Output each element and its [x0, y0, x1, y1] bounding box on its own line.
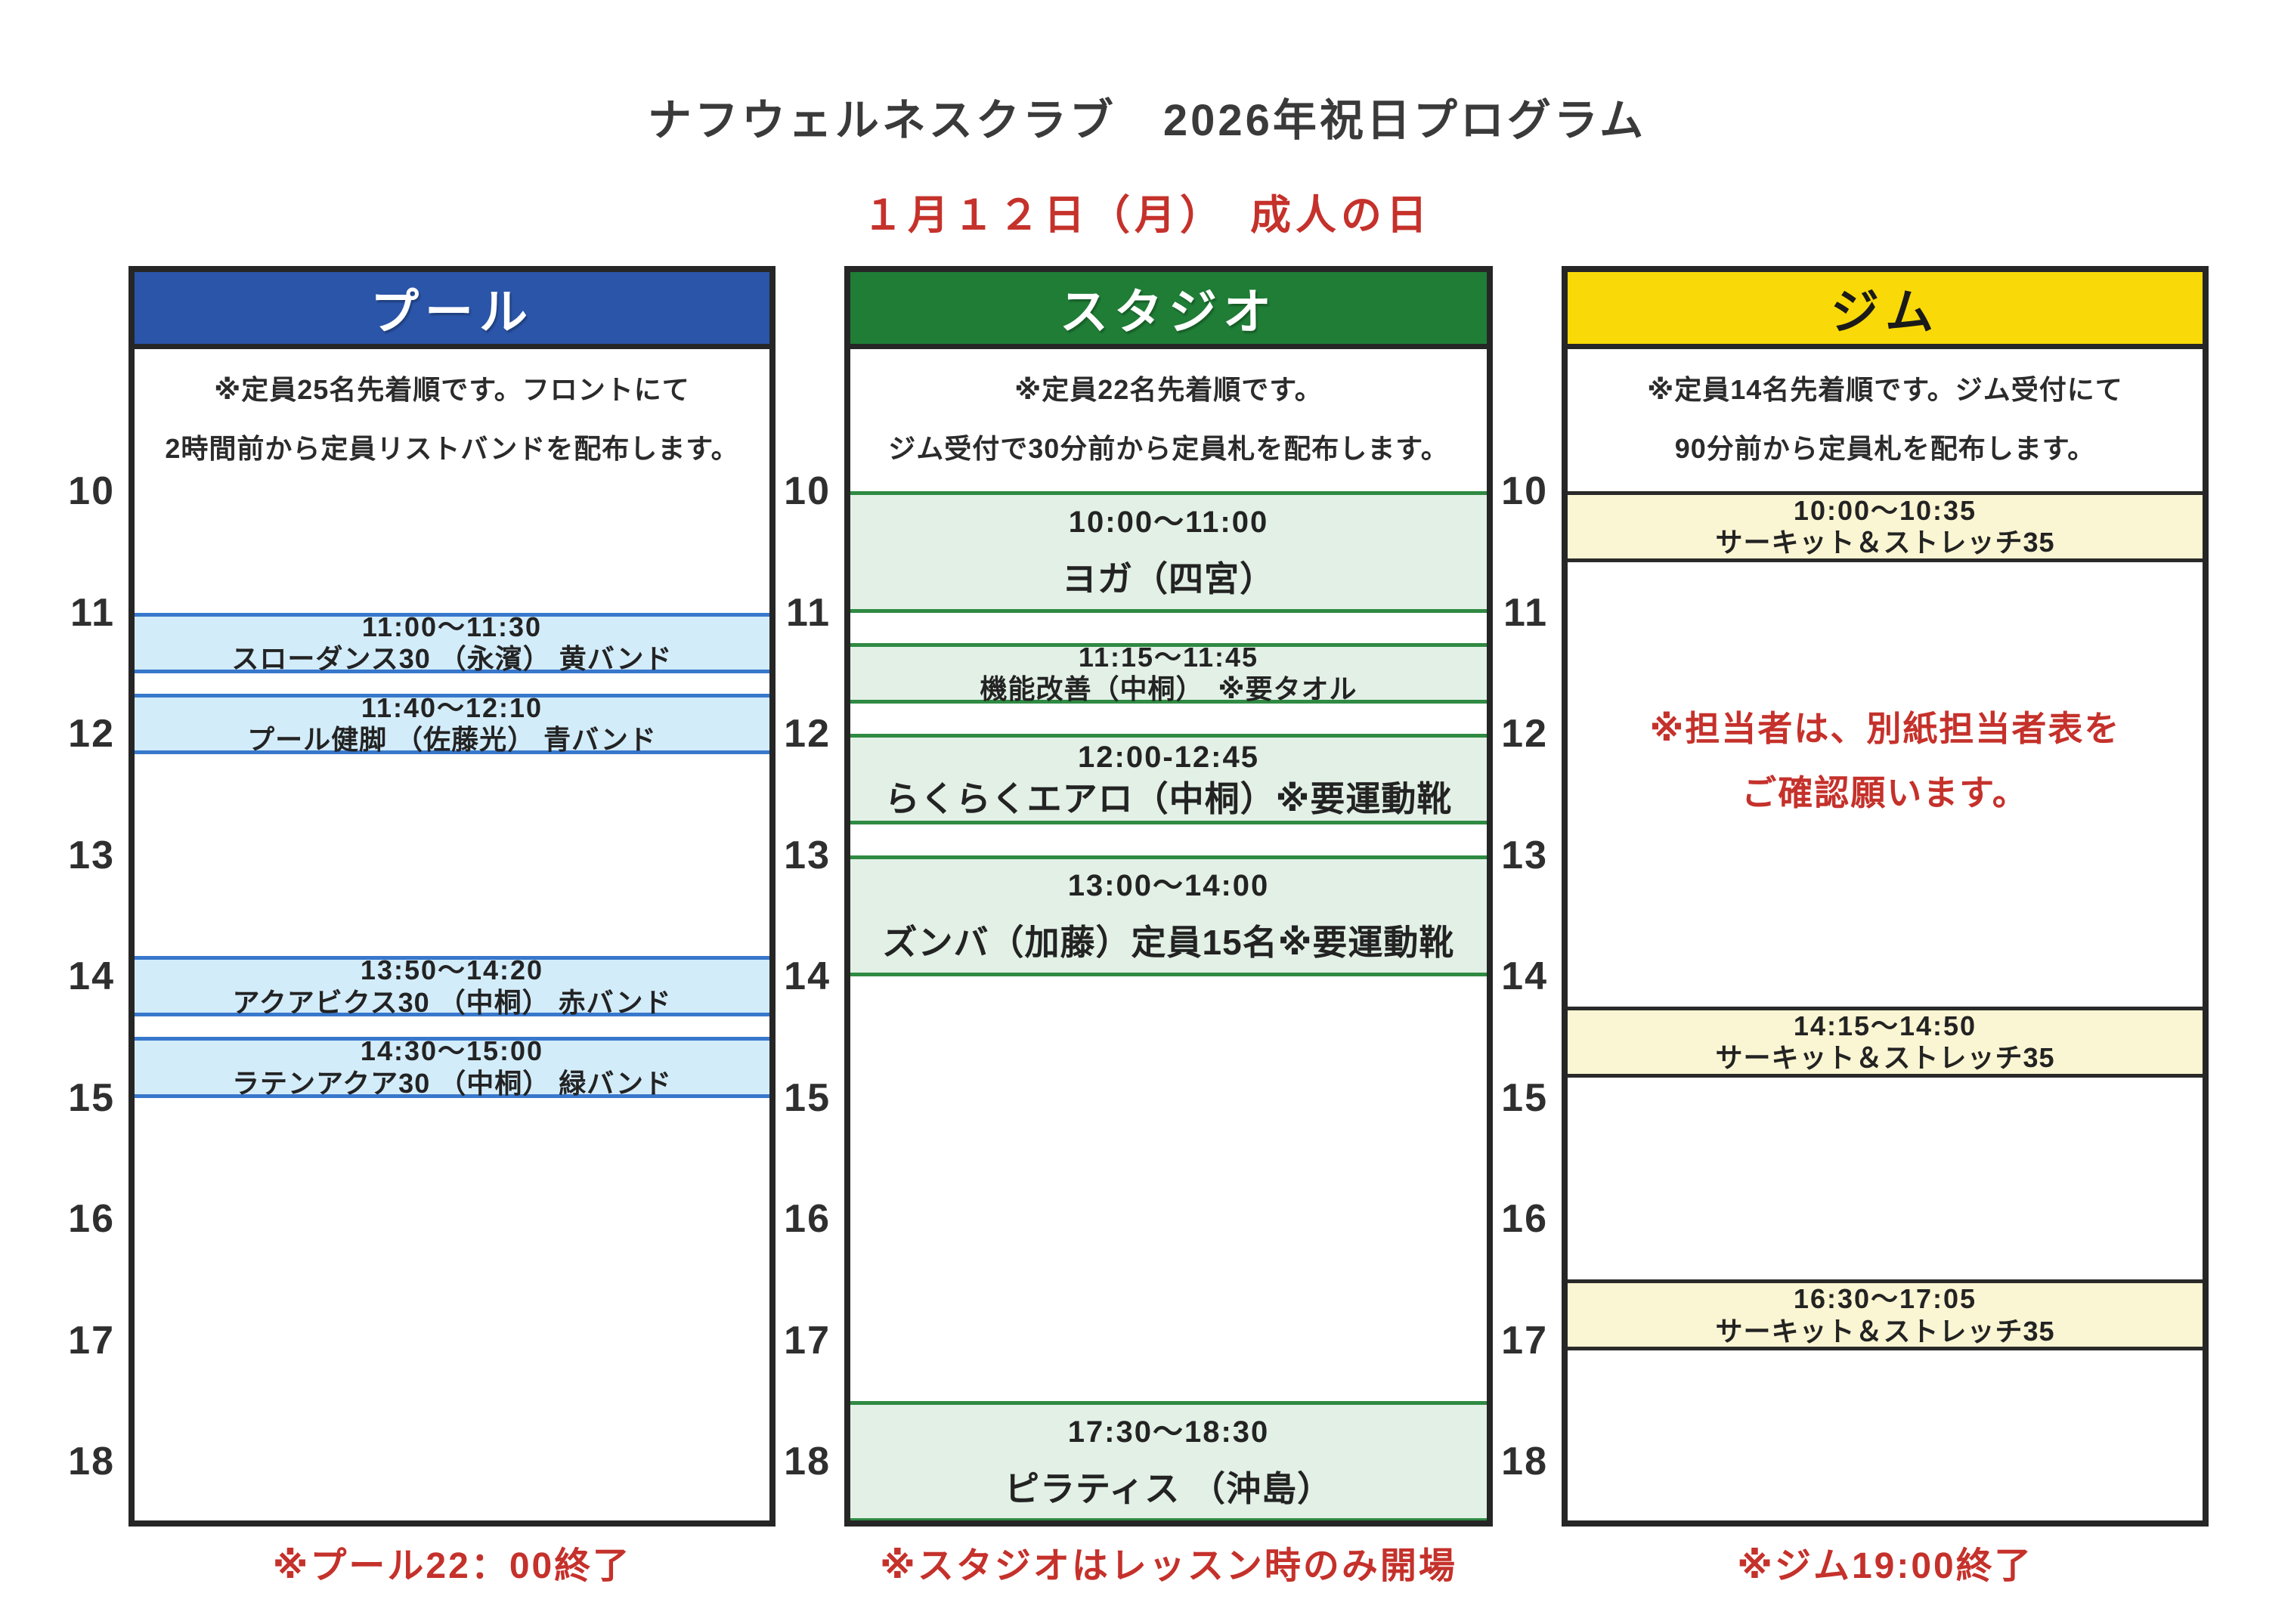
pool-entry-name: ラテンアクア30 （中桐） 緑バンド — [231, 1067, 673, 1099]
pool-header-label: プール — [370, 284, 534, 339]
pool-notes: ※定員25名先着順です。フロントにて 2時間前から定員リストバンドを配布します。 — [135, 349, 769, 485]
gym-hour-label-16: 16 — [1501, 1197, 1548, 1241]
pool-header: プール — [135, 272, 769, 349]
studio-entry-name: 機能改善（中桐） ※要タオル — [980, 673, 1358, 705]
studio-footer: ※スタジオはレッスン時のみ開場 — [880, 1546, 1457, 1586]
gym-notes: ※定員14名先着順です。ジム受付にて 90分前から定員札を配布します。 — [1568, 349, 2203, 485]
pool-entry-time: 13:50～14:20 — [360, 954, 544, 986]
gym-entry-name: サーキット＆ストレッチ35 — [1715, 1042, 2055, 1074]
studio-header: スタジオ — [850, 272, 1487, 349]
studio-hour-label-16: 16 — [784, 1197, 831, 1241]
page-title: ナフウェルネスクラブ 2026年祝日プログラム — [647, 96, 1647, 145]
pool-entry-time: 11:40～12:10 — [361, 691, 543, 723]
gym-note-line-1: ※定員14名先着順です。ジム受付にて — [1647, 374, 2123, 406]
studio-hour-label-17: 17 — [784, 1318, 831, 1363]
studio-entry-name: ヨガ（四宮） — [1062, 558, 1275, 599]
pool-hour-label-17: 17 — [68, 1318, 115, 1363]
studio-entry-time: 12:00-12:45 — [1078, 740, 1259, 774]
gym-entry-time: 14:15～14:50 — [1793, 1010, 1977, 1041]
gym-entry-name: サーキット＆ストレッチ35 — [1715, 1315, 2055, 1347]
pool-hour-label-15: 15 — [68, 1075, 115, 1120]
pool-entry-time: 14:30～15:00 — [360, 1035, 544, 1067]
gym-header: ジム — [1568, 272, 2203, 349]
gym-entry-name: サーキット＆ストレッチ35 — [1715, 527, 2055, 558]
page-subtitle: １月１２日（月） 成人の日 — [862, 193, 1432, 238]
gym-staff-notice-line-2: ご確認願います。 — [1741, 773, 2029, 813]
gym-table: ジム ※定員14名先着順です。ジム受付にて 90分前から定員札を配布します。 ※… — [1562, 266, 2209, 1527]
gym-note-line-2: 90分前から定員札を配布します。 — [1674, 432, 2096, 464]
gym-entry-time: 10:00～10:35 — [1793, 494, 1977, 526]
pool-entry-name: スローダンス30 （永濱） 黄バンド — [231, 643, 673, 675]
gym-footer: ※ジム19:00終了 — [1737, 1546, 2033, 1586]
gym-entry-time: 16:30～17:05 — [1793, 1282, 1977, 1314]
studio-notes: ※定員22名先着順です。 ジム受付で30分前から定員札を配布します。 — [850, 349, 1487, 485]
gym-staff-notice-line-1: ※担当者は、別紙担当者表を — [1649, 709, 2121, 748]
studio-note-line-2: ジム受付で30分前から定員札を配布します。 — [888, 432, 1449, 464]
studio-hour-label-11: 11 — [786, 590, 831, 635]
studio-entry-time: 10:00～11:00 — [1068, 505, 1269, 539]
studio-entry: 13:00～14:00 ズンバ（加藤）定員15名※要運動靴 — [850, 855, 1487, 976]
pool-entry-name: アクアビクス30 （中桐） 赤バンド — [232, 986, 672, 1018]
gym-hour-label-14: 14 — [1501, 954, 1548, 998]
pool-hour-label-10: 10 — [68, 469, 115, 513]
studio-entry-time: 13:00～14:00 — [1067, 869, 1270, 903]
gym-hour-label-12: 12 — [1501, 712, 1548, 756]
pool-hour-label-11: 11 — [70, 590, 115, 635]
studio-hour-label-15: 15 — [784, 1075, 831, 1120]
pool-footer: ※プール22：00終了 — [272, 1546, 632, 1586]
studio-table: スタジオ ※定員22名先着順です。 ジム受付で30分前から定員札を配布します。 … — [844, 266, 1493, 1527]
pool-table: プール ※定員25名先着順です。フロントにて 2時間前から定員リストバンドを配布… — [128, 266, 776, 1527]
studio-hour-label-10: 10 — [784, 469, 831, 513]
studio-entry-name: ズンバ（加藤）定員15名※要運動靴 — [882, 923, 1455, 963]
studio-entry-name: ピラティス （沖島） — [1004, 1468, 1333, 1508]
pool-hour-label-18: 18 — [68, 1440, 115, 1483]
gym-header-label: ジム — [1831, 284, 1940, 339]
gym-staff-notice: ※担当者は、別紙担当者表を ご確認願います。 — [1568, 697, 2203, 825]
pool-note-line-2: 2時間前から定員リストバンドを配布します。 — [165, 432, 739, 464]
studio-hour-label-12: 12 — [784, 712, 831, 756]
gym-hour-label-15: 15 — [1501, 1075, 1548, 1120]
studio-entry-name: らくらくエアロ（中桐）※要運動靴 — [884, 778, 1453, 818]
pool-hour-label-16: 16 — [68, 1197, 115, 1241]
pool-note-line-1: ※定員25名先着順です。フロントにて — [214, 374, 690, 406]
studio-hour-label-14: 14 — [784, 954, 831, 998]
studio-header-label: スタジオ — [1060, 284, 1277, 339]
studio-entry: 12:00-12:45 らくらくエアロ（中桐）※要運動靴 — [850, 734, 1487, 825]
studio-note-line-1: ※定員22名先着順です。 — [1014, 374, 1323, 406]
studio-hour-label-13: 13 — [784, 833, 831, 877]
pool-hour-label-14: 14 — [68, 954, 115, 998]
pool-entry-time: 11:00～11:30 — [361, 611, 543, 642]
pool-entry-name: プール健脚 （佐藤光） 青バンド — [247, 724, 657, 756]
pool-hour-label-13: 13 — [68, 833, 115, 877]
studio-hour-label-18: 18 — [784, 1440, 831, 1483]
studio-entry: 17:30～18:30 ピラティス （沖島） — [850, 1400, 1487, 1520]
gym-hour-label-10: 10 — [1501, 469, 1548, 513]
studio-entry: 10:00～11:00 ヨガ（四宮） — [850, 491, 1487, 613]
gym-hour-label-18: 18 — [1501, 1440, 1548, 1483]
studio-entry-time: 11:15～11:45 — [1078, 641, 1259, 673]
studio-entry-time: 17:30～18:30 — [1067, 1415, 1270, 1449]
pool-hour-label-12: 12 — [68, 712, 115, 756]
gym-hour-label-11: 11 — [1503, 590, 1548, 635]
gym-hour-label-13: 13 — [1501, 833, 1548, 877]
gym-hour-label-17: 17 — [1501, 1318, 1548, 1363]
